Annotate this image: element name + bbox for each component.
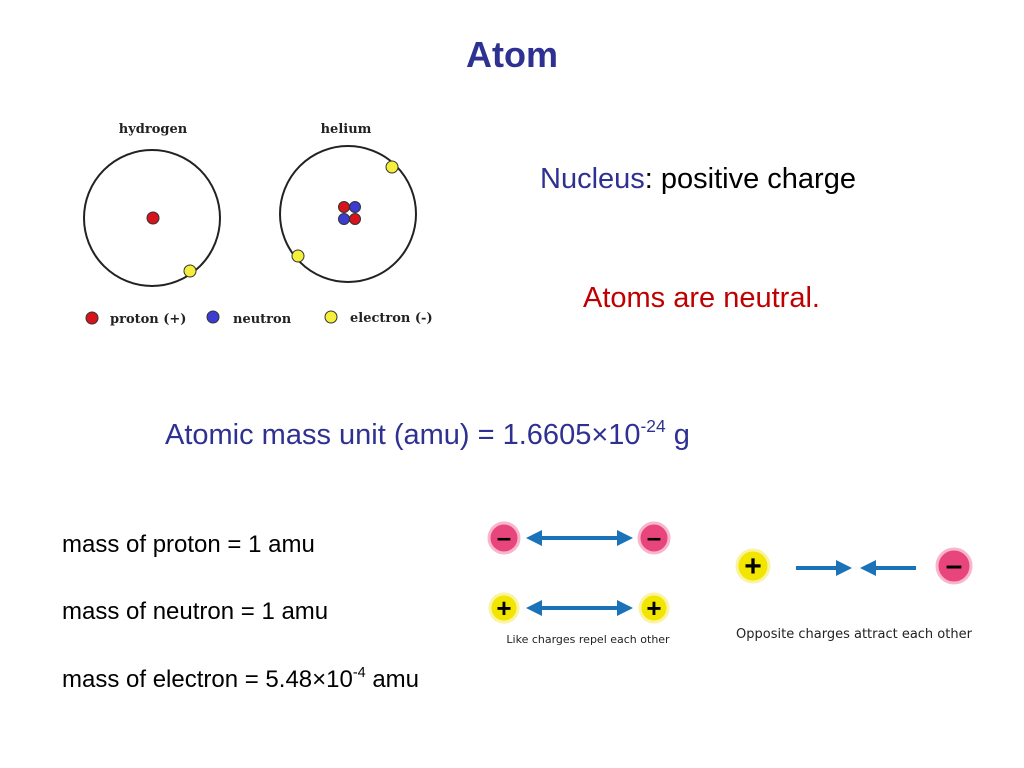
helium-label: helium bbox=[321, 122, 372, 137]
plus-symbol: + bbox=[496, 593, 511, 623]
helium-electron bbox=[291, 249, 305, 263]
mass-of-neutron: mass of neutron = 1 amu bbox=[62, 598, 329, 625]
positive-charge-icon bbox=[488, 592, 520, 624]
plus-symbol: + bbox=[646, 593, 661, 623]
minus-symbol: – bbox=[946, 549, 963, 582]
neutral-statement: Atoms are neutral. bbox=[583, 282, 820, 314]
opposite-charges-attract-diagram: + – Opposite charges attract each other bbox=[735, 547, 973, 642]
negative-charge-icon bbox=[637, 521, 671, 555]
legend-neutron-label: neutron bbox=[233, 312, 292, 327]
legend-proton-label: proton (+) bbox=[110, 312, 186, 327]
legend-electron-swatch bbox=[324, 310, 338, 324]
helium-proton bbox=[338, 201, 350, 213]
mass-of-proton: mass of proton = 1 amu bbox=[62, 531, 315, 558]
electron-mass-text: mass of electron = 5.48×10 bbox=[62, 666, 353, 693]
legend-proton-swatch bbox=[85, 311, 99, 325]
slide-title: Atom bbox=[466, 34, 558, 75]
atom-models-diagram: hydrogen helium proton (+) neutron elect… bbox=[83, 122, 433, 327]
hydrogen-label: hydrogen bbox=[119, 122, 188, 137]
negative-charge-icon bbox=[935, 547, 973, 585]
amu-text: Atomic mass unit (amu) = 1.6605×10 bbox=[165, 419, 641, 451]
helium-proton bbox=[349, 213, 361, 225]
amu-exponent: -24 bbox=[640, 415, 666, 436]
electron-mass-unit: amu bbox=[365, 666, 420, 693]
positive-charge-icon bbox=[735, 548, 771, 584]
repel-caption: Like charges repel each other bbox=[506, 633, 670, 646]
electron-mass-exponent: -4 bbox=[352, 664, 366, 681]
nucleus-description: positive charge bbox=[652, 163, 856, 195]
nucleus-separator: : bbox=[644, 163, 653, 195]
legend-electron-label: electron (-) bbox=[350, 311, 433, 326]
plus-symbol: + bbox=[744, 550, 762, 583]
helium-electron bbox=[385, 160, 399, 174]
hydrogen-electron bbox=[183, 264, 197, 278]
positive-charge-icon bbox=[638, 592, 670, 624]
amu-definition: Atomic mass unit (amu) = 1.6605×10-24 g bbox=[165, 415, 690, 452]
helium-orbit bbox=[279, 145, 417, 283]
minus-symbol: – bbox=[647, 522, 661, 552]
mass-of-electron: mass of electron = 5.48×10-4 amu bbox=[62, 666, 419, 694]
nucleus-term: Nucleus bbox=[540, 163, 645, 195]
nucleus-statement: Nucleus: positive charge bbox=[540, 163, 856, 196]
negative-charge-icon bbox=[487, 521, 521, 555]
like-charges-repel-diagram: – – + + Like charges repel each other bbox=[487, 521, 671, 646]
helium-neutron bbox=[338, 213, 350, 225]
attract-caption: Opposite charges attract each other bbox=[736, 627, 973, 642]
helium-neutron bbox=[349, 201, 361, 213]
amu-unit: g bbox=[665, 419, 690, 451]
hydrogen-proton bbox=[146, 211, 160, 225]
minus-symbol: – bbox=[497, 522, 511, 552]
legend-neutron-swatch bbox=[206, 310, 220, 324]
hydrogen-orbit bbox=[83, 149, 221, 287]
